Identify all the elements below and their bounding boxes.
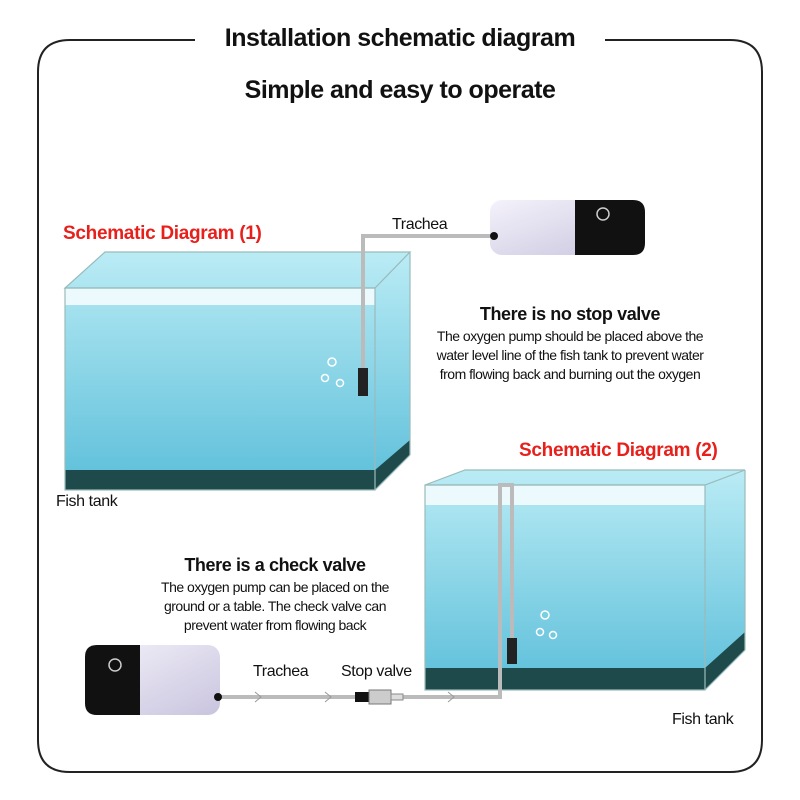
frame-border (37, 39, 763, 773)
note-1-title: There is no stop valve (479, 304, 661, 324)
oxygen-pump-2 (85, 645, 222, 715)
note-2-title: There is a check valve (184, 555, 366, 575)
note-2-line: ground or a table. The check valve can (163, 598, 387, 614)
air-stone-2 (507, 638, 517, 664)
flow-arrows (254, 691, 455, 703)
air-tube-1 (361, 234, 492, 370)
stop-valve (355, 689, 404, 705)
note-1-line: The oxygen pump should be placed above t… (436, 328, 704, 344)
page-title: Installation schematic diagram (224, 24, 576, 52)
fish-tank-1 (63, 251, 412, 491)
bubbles-2 (535, 610, 558, 640)
trachea-label-2: Trachea (253, 663, 309, 680)
stop-valve-label: Stop valve (341, 663, 412, 680)
schematic-1-label: Schematic Diagram (1) (63, 223, 262, 244)
note-2-line: prevent water from flowing back (183, 617, 367, 633)
air-stone-1 (358, 368, 368, 396)
note-1-line: from flowing back and burning out the ox… (439, 366, 701, 382)
trachea-label-1: Trachea (392, 216, 448, 233)
note-2-line: The oxygen pump can be placed on the (161, 579, 389, 595)
oxygen-pump-1 (490, 200, 645, 255)
fish-tank-label-2: Fish tank (672, 711, 734, 728)
note-2-text: The oxygen pump can be placed on the gro… (120, 578, 430, 635)
fish-tank-2 (424, 469, 746, 691)
schematic-2-label: Schematic Diagram (2) (519, 440, 718, 461)
page-subtitle: Simple and easy to operate (244, 76, 556, 104)
note-1-line: water level line of the fish tank to pre… (436, 347, 704, 363)
fish-tank-label-1: Fish tank (56, 493, 118, 510)
note-1-text: The oxygen pump should be placed above t… (398, 327, 742, 384)
bubbles-1 (320, 357, 345, 388)
air-tube-2 (220, 483, 514, 699)
